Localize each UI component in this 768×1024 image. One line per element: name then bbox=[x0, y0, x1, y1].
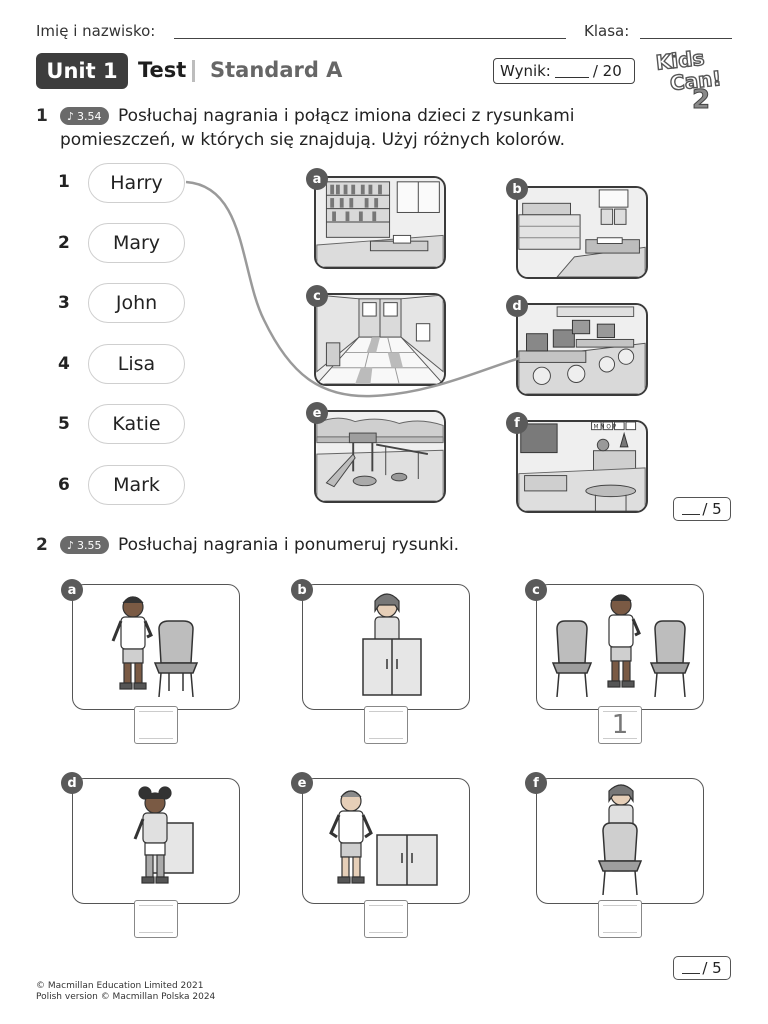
picture-hall[interactable] bbox=[314, 293, 446, 386]
logo-number: 2 bbox=[692, 85, 710, 110]
picture-letter-d: d bbox=[506, 295, 528, 317]
name-number-6: 6 bbox=[58, 475, 70, 495]
total-score-box: Wynik: / 20 bbox=[493, 58, 635, 84]
name-number-3: 3 bbox=[58, 293, 70, 313]
copyright-line-2: Polish version © Macmillan Polska 2024 bbox=[36, 992, 216, 1002]
test-title: Test bbox=[138, 58, 187, 82]
answer-box-b[interactable] bbox=[364, 706, 408, 744]
name-number-5: 5 bbox=[58, 414, 70, 434]
answer-value-d bbox=[139, 905, 173, 933]
exercise2-number: 2 bbox=[36, 535, 48, 555]
name-line[interactable] bbox=[174, 38, 566, 39]
exercise1-score-total: / 5 bbox=[702, 500, 722, 518]
card-boy-next-to-chair[interactable] bbox=[72, 584, 240, 710]
score-total: / 20 bbox=[592, 62, 622, 80]
card-letter-b: b bbox=[291, 579, 313, 601]
answer-box-d[interactable] bbox=[134, 900, 178, 938]
picture-classroom[interactable]: M N O P bbox=[516, 420, 648, 513]
exercise2-score-blank[interactable] bbox=[682, 962, 701, 974]
score-blank[interactable] bbox=[554, 64, 589, 78]
name-label: Lisa bbox=[117, 353, 156, 375]
name-number-4: 4 bbox=[58, 354, 70, 374]
name-label: Imię i nazwisko: bbox=[36, 22, 156, 40]
title-separator bbox=[192, 60, 195, 82]
card-boy-next-to-cupboard[interactable] bbox=[302, 778, 470, 904]
class-label: Klasa: bbox=[584, 22, 630, 40]
answer-value-e bbox=[369, 905, 403, 933]
card-girl-next-to-cupboard[interactable] bbox=[72, 778, 240, 904]
card-girl-behind-cupboard[interactable] bbox=[302, 584, 470, 710]
copyright-footer: © Macmillan Education Limited 2021 Polis… bbox=[36, 981, 215, 1003]
name-box-katie[interactable]: Katie bbox=[88, 404, 185, 444]
answer-value-f bbox=[603, 905, 637, 933]
name-label: Katie bbox=[112, 413, 161, 435]
name-label: John bbox=[115, 292, 158, 314]
logo-line1: Kids bbox=[655, 46, 706, 75]
card-letter-f: f bbox=[525, 772, 547, 794]
card-letter-d: d bbox=[61, 772, 83, 794]
picture-kitchen[interactable] bbox=[516, 186, 648, 279]
name-box-mary[interactable]: Mary bbox=[88, 223, 185, 263]
answer-box-f[interactable] bbox=[598, 900, 642, 938]
exercise1-score-blank[interactable] bbox=[682, 503, 701, 515]
picture-letter-b: b bbox=[506, 178, 528, 200]
answer-box-a[interactable] bbox=[134, 706, 178, 744]
exercise1-instruction-line1: Posłuchaj nagrania i połącz imiona dziec… bbox=[118, 106, 575, 126]
exercise1-score-box: / 5 bbox=[673, 497, 731, 521]
name-number-2: 2 bbox=[58, 233, 70, 253]
exercise1-track-number: 3.54 bbox=[77, 109, 102, 123]
unit-badge: Unit 1 bbox=[36, 53, 128, 89]
picture-library[interactable] bbox=[314, 176, 446, 269]
name-box-harry[interactable]: Harry bbox=[88, 163, 185, 203]
name-box-lisa[interactable]: Lisa bbox=[88, 344, 185, 384]
card-letter-c: c bbox=[525, 579, 547, 601]
exercise2-track-badge[interactable]: ♪ 3.55 bbox=[60, 536, 109, 554]
card-letter-e: e bbox=[291, 772, 313, 794]
name-box-mark[interactable]: Mark bbox=[88, 465, 185, 505]
exercise2-score-total: / 5 bbox=[702, 959, 722, 977]
picture-computer-room[interactable] bbox=[516, 303, 648, 396]
picture-playground[interactable] bbox=[314, 410, 446, 503]
name-label: Mary bbox=[112, 232, 161, 254]
exercise2-instruction: Posłuchaj nagrania i ponumeruj rysunki. bbox=[118, 535, 460, 555]
copyright-line-1: © Macmillan Education Limited 2021 bbox=[36, 981, 204, 991]
exercise2-score-box: / 5 bbox=[673, 956, 731, 980]
svg-text:M N O P: M N O P bbox=[593, 425, 616, 431]
answer-value-c: 1 bbox=[603, 710, 637, 740]
name-label: Harry bbox=[110, 172, 163, 194]
exercise1-track-badge[interactable]: ♪ 3.54 bbox=[60, 107, 109, 125]
card-girl-behind-chair[interactable] bbox=[536, 778, 704, 904]
class-line[interactable] bbox=[640, 38, 732, 39]
card-letter-a: a bbox=[61, 579, 83, 601]
score-label: Wynik: bbox=[500, 62, 551, 80]
picture-letter-e: e bbox=[306, 402, 328, 424]
answer-value-b bbox=[369, 711, 403, 739]
kids-can-logo: Kids Can! 2 bbox=[652, 42, 736, 115]
music-note-icon: ♪ bbox=[67, 109, 75, 123]
answer-value-a bbox=[139, 711, 173, 739]
answer-box-c[interactable]: 1 bbox=[598, 706, 642, 744]
card-boy-between-chairs[interactable] bbox=[536, 584, 704, 710]
picture-letter-f: f bbox=[506, 412, 528, 434]
standard-label: Standard A bbox=[210, 58, 343, 82]
name-number-1: 1 bbox=[58, 172, 70, 192]
exercise1-number: 1 bbox=[36, 106, 48, 126]
name-label: Mark bbox=[113, 474, 160, 496]
music-note-icon: ♪ bbox=[67, 538, 75, 552]
picture-letter-a: a bbox=[306, 168, 328, 190]
exercise2-track-number: 3.55 bbox=[77, 538, 102, 552]
picture-letter-c: c bbox=[306, 285, 328, 307]
name-box-john[interactable]: John bbox=[88, 283, 185, 323]
exercise1-instruction-line2: pomieszczeń, w których się znajdują. Uży… bbox=[60, 130, 565, 150]
answer-box-e[interactable] bbox=[364, 900, 408, 938]
